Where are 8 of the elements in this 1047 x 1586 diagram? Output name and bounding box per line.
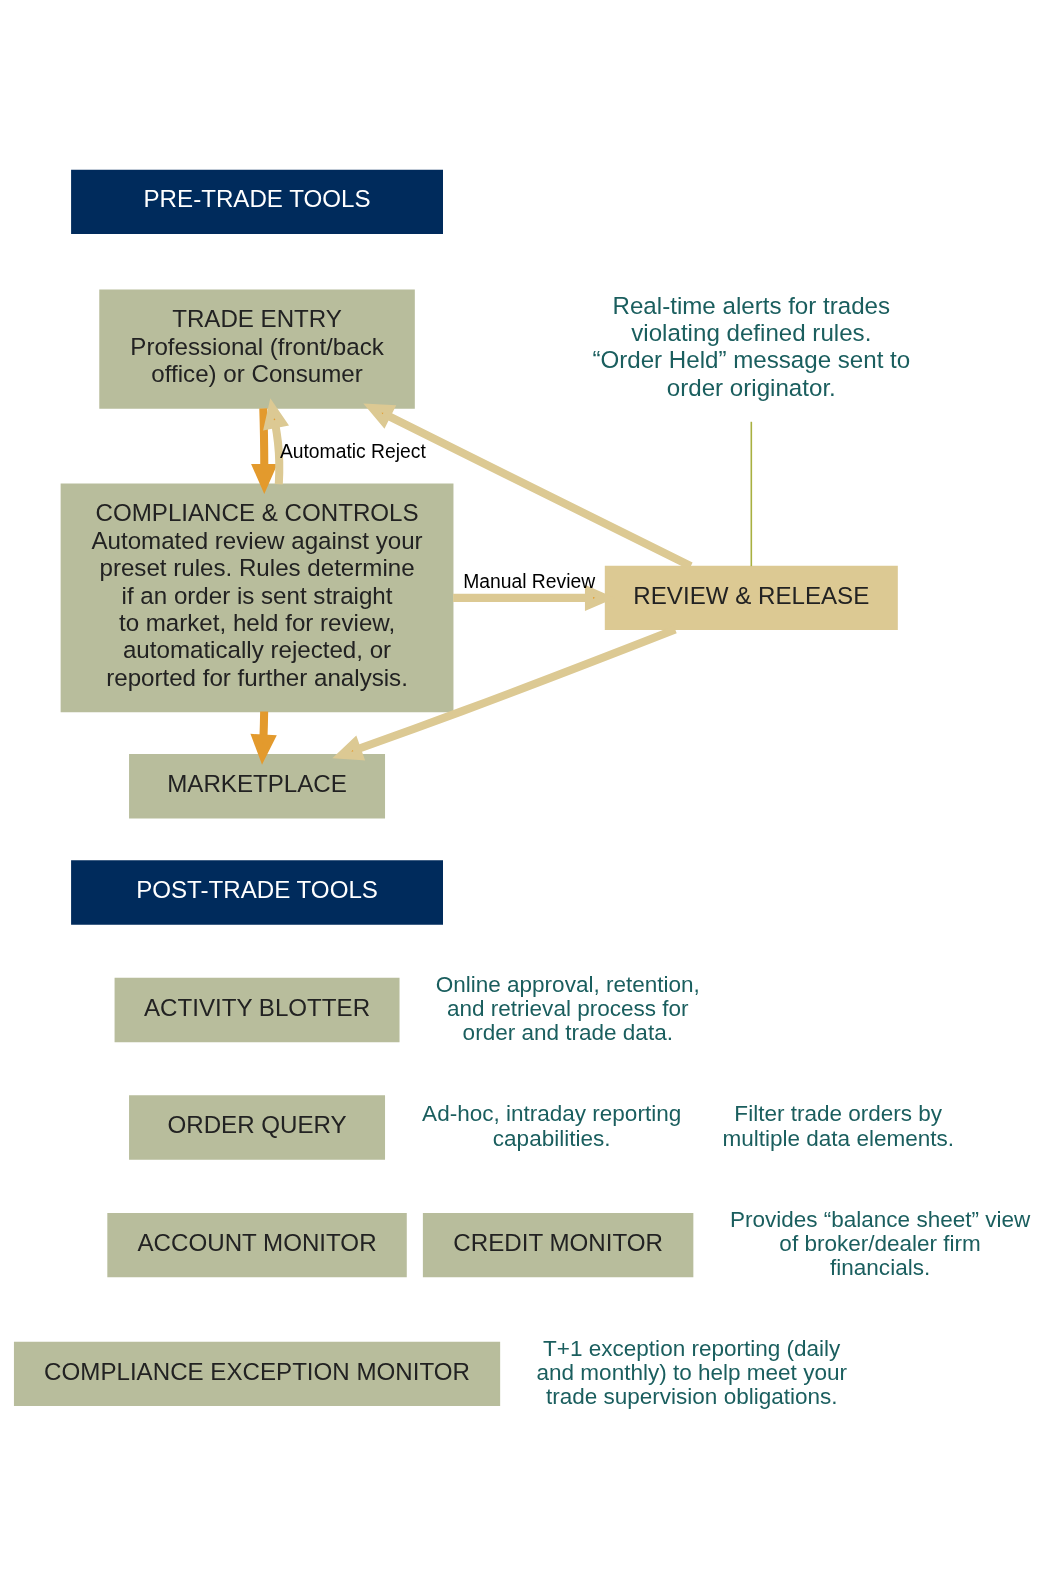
node-label: Filter trade orders by multiple data elements.: [722, 1100, 955, 1151]
node-text: Real-time alerts for trades violating defined rules. “Order Held” message sent to order originator.: [592, 291, 911, 401]
node-label: T+1 exception reporting (daily and monthly) to help meet your trade supervision obligations.: [536, 1335, 847, 1409]
edge-label: Automatic Reject: [279, 440, 426, 462]
edge-label: Manual Review: [463, 570, 596, 592]
node-label: Ad-hoc, intraday reporting capabilities.: [422, 1100, 682, 1151]
node-label: Provides “balance sheet” view of broker/dealer firm financials.: [729, 1206, 1031, 1280]
node-label: Online approval, retention, and retrieval process for order and trade data.: [435, 971, 700, 1045]
